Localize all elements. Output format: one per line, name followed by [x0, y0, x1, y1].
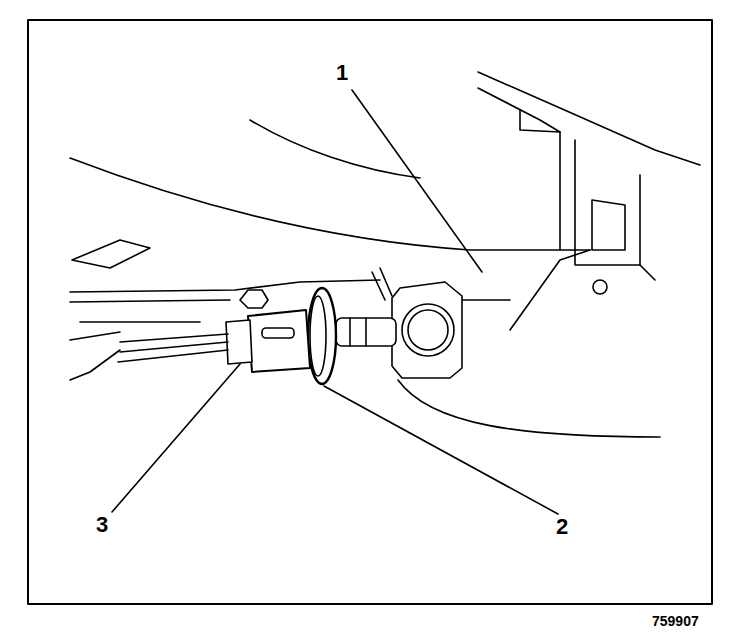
leader-line: [352, 90, 482, 272]
bracket-arm: [510, 250, 590, 330]
bracket: [575, 140, 640, 265]
callout-number: 1: [336, 62, 348, 84]
lower-fascia: [398, 380, 660, 437]
frame: [28, 20, 712, 604]
bumper-edge: [478, 72, 700, 165]
bracket: [478, 88, 560, 250]
bracket: [520, 110, 560, 132]
leader-line: [112, 364, 240, 512]
lamp-opening: [408, 310, 448, 350]
wire: [118, 334, 228, 362]
callout-number: 3: [96, 514, 108, 536]
socket-flange: [308, 288, 336, 384]
body-edge: [70, 350, 120, 380]
bulb-stem: [350, 318, 366, 346]
fastener: [593, 280, 607, 294]
connector: [248, 310, 310, 372]
connector-latch: [262, 328, 294, 338]
lower-edge: [70, 300, 230, 302]
bracket: [640, 265, 655, 280]
lamp-opening: [402, 304, 454, 356]
lower-edge: [70, 280, 380, 292]
nut: [240, 290, 268, 308]
connector-end: [226, 320, 252, 364]
body-edge: [460, 299, 510, 301]
figure-number: 759907: [652, 614, 699, 628]
callout-number: 2: [556, 516, 568, 538]
bracket-slot: [592, 200, 625, 250]
fascia-edge: [70, 158, 590, 250]
socket-flange: [310, 296, 326, 376]
clip: [372, 268, 392, 300]
leader-line: [324, 386, 558, 514]
bulb-stem: [336, 318, 396, 346]
fog-lamp-housing: [392, 282, 462, 378]
body-panel: [72, 240, 150, 268]
